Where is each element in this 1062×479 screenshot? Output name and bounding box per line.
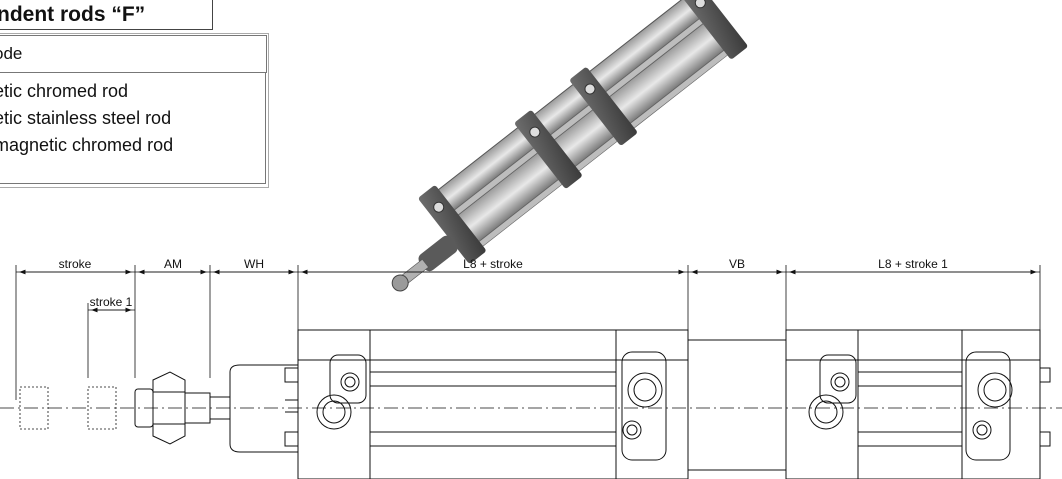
dim-stroke-1-label: stroke 1 bbox=[90, 295, 133, 309]
dimension-arrows bbox=[19, 269, 1037, 313]
table-title-text: ndent rods “F” bbox=[0, 3, 146, 26]
dim-am-label: AM bbox=[164, 257, 182, 271]
table-body: etic chromed rod etic stainless steel ro… bbox=[0, 72, 266, 184]
dim-l8-stroke-label: L8 + stroke bbox=[463, 257, 523, 271]
dim-stroke-label: stroke bbox=[59, 257, 92, 271]
table-row: etic stainless steel rod bbox=[0, 108, 172, 128]
table-row: magnetic chromed rod bbox=[0, 135, 174, 155]
table-title: ndent rods “F” bbox=[0, 0, 213, 30]
cylinder-side-view bbox=[0, 329, 1062, 479]
dimension-lines bbox=[15, 265, 1041, 400]
cylinder-product-illustration bbox=[391, 0, 748, 292]
dim-vb-label: VB bbox=[729, 257, 745, 271]
table-header-text: ode bbox=[0, 44, 23, 63]
table-header: ode bbox=[0, 35, 267, 73]
table-row: etic chromed rod bbox=[0, 81, 129, 101]
dim-wh-label: WH bbox=[244, 257, 264, 271]
dim-l8-stroke-1-label: L8 + stroke 1 bbox=[878, 257, 948, 271]
